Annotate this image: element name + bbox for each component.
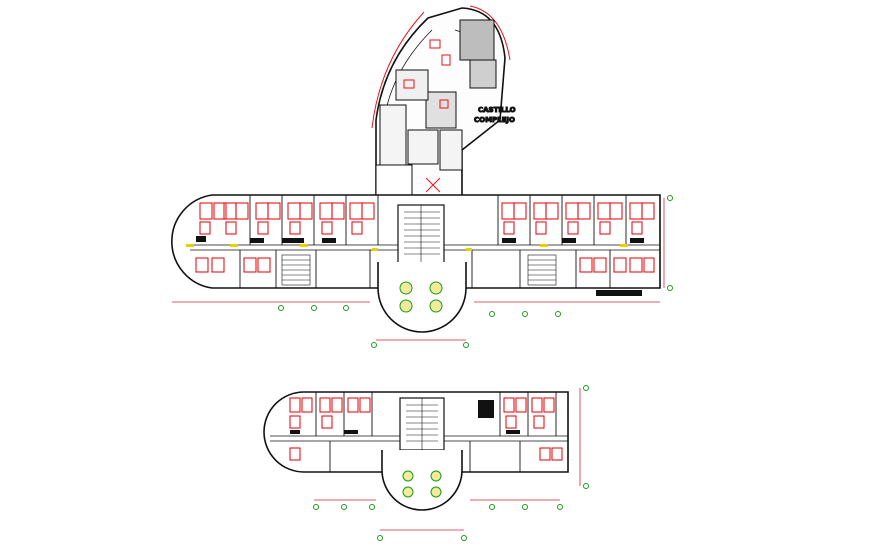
upper-left-beds <box>199 202 375 235</box>
wing-label-line1: CASTILLO <box>478 106 516 114</box>
lower-floor-plan <box>263 385 589 541</box>
central-core <box>397 204 445 264</box>
south-lobby-rotunda <box>377 262 467 333</box>
dimension-lines <box>172 198 665 341</box>
curved-north-wing: CASTILLO COMPLEJO <box>371 5 516 196</box>
lower-central-core <box>399 397 445 451</box>
yellow-accents <box>186 244 628 251</box>
stair-and-service-blocks <box>196 236 644 296</box>
axis-markers-upper <box>278 195 673 348</box>
stairs-left <box>281 254 311 286</box>
wing-label-line2: COMPLEJO <box>474 116 515 124</box>
upper-right-beds <box>501 202 655 235</box>
lower-plan-beds <box>289 397 563 461</box>
lower-row-beds <box>195 257 655 273</box>
stairs-right <box>527 254 557 286</box>
axis-markers-lower <box>313 385 589 541</box>
upper-floor-plan: CASTILLO COMPLEJO <box>171 5 673 348</box>
main-horizontal-wing <box>171 194 661 296</box>
